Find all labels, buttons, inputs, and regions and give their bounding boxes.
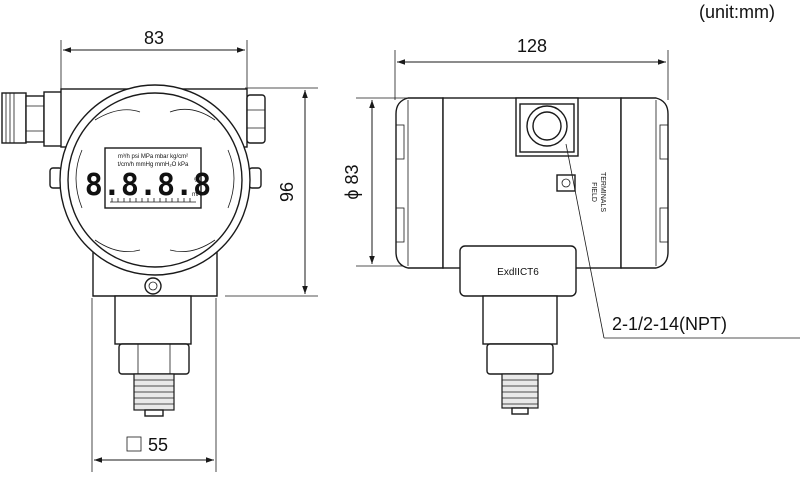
- side-process-hex: [486, 343, 554, 375]
- front-height-dimension: 96: [225, 87, 318, 297]
- svg-text:FIELD: FIELD: [590, 182, 597, 202]
- cable-gland: [1, 91, 63, 147]
- front-view: 83 96: [1, 28, 318, 472]
- side-diameter-dimension: ϕ 83: [342, 97, 410, 267]
- ground-screw: [144, 277, 162, 295]
- square-dimension: 55: [91, 298, 217, 472]
- side-process-thread: [501, 373, 539, 409]
- lcd-window: [104, 147, 202, 209]
- right-pin: [248, 167, 262, 189]
- process-hex: [118, 343, 190, 375]
- lcd-units-line1: m³/h psi MPa mbar kg/cm²: [118, 154, 188, 160]
- field-terminals-label: FIELD TERMINALS: [590, 172, 606, 212]
- side-process-tip: [511, 407, 529, 415]
- side-diameter-value: ϕ 83: [342, 164, 362, 199]
- side-length-value: 128: [517, 36, 547, 56]
- thread-leader: [565, 143, 605, 339]
- terminal-screw: [556, 174, 576, 192]
- unit-note: (unit:mm): [699, 2, 775, 22]
- lcd-ma: mA: [192, 192, 201, 198]
- square-symbol: [126, 436, 142, 452]
- square-value: 55: [148, 435, 168, 455]
- front-height-value: 96: [277, 182, 297, 202]
- cover-lobes: [75, 108, 235, 253]
- side-view: 128 ϕ 83: [342, 36, 800, 415]
- hex-plug: [246, 94, 266, 144]
- lcd-percent: %: [194, 178, 200, 184]
- side-length-dimension: 128: [394, 36, 669, 100]
- neck: [114, 295, 192, 345]
- lcd-bargraph: [110, 198, 196, 203]
- svg-text:TERMINALS: TERMINALS: [599, 172, 606, 212]
- front-width-value: 83: [144, 28, 164, 48]
- side-neck: [482, 295, 558, 345]
- front-width-dimension: 83: [60, 28, 248, 92]
- thread-label: 2-1/2-14(NPT): [612, 314, 727, 334]
- ex-marking: ExdIICT6: [497, 267, 539, 278]
- conduit-entry: [515, 97, 579, 157]
- lcd-units-line2: t/cm/h mmHg mmH₂O kPa: [118, 162, 189, 168]
- process-tip: [144, 409, 164, 417]
- lcd-digits: 8.8.8.8: [85, 168, 211, 203]
